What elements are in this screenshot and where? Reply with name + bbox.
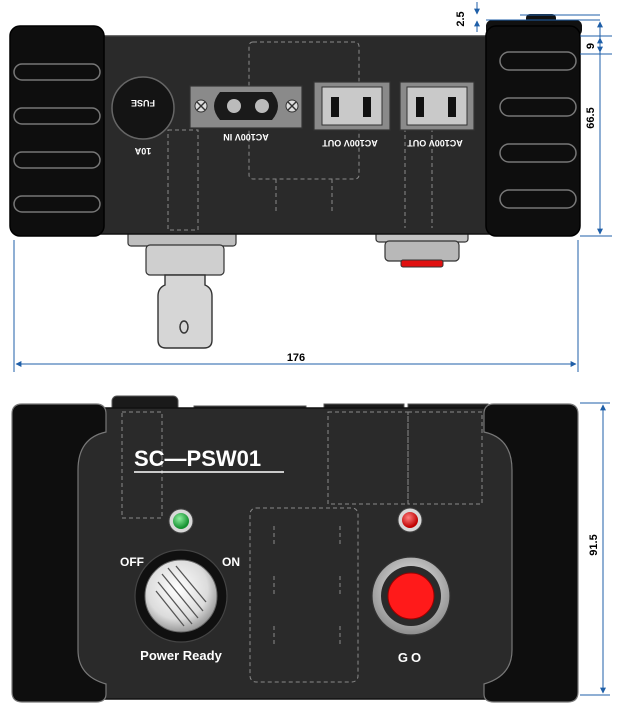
dim-width: 176	[287, 352, 305, 364]
left-bumper-front	[11, 403, 107, 703]
on-label: ON	[222, 555, 240, 569]
key-icon	[157, 274, 213, 349]
inlet-label: AC100V IN	[223, 132, 269, 142]
front-dimensions	[580, 402, 610, 696]
off-label: OFF	[120, 555, 144, 569]
front-view: SC—PSW01 OFF ON Power Ready	[11, 395, 579, 703]
right-bumper-top	[485, 25, 581, 237]
key-hole	[179, 320, 189, 334]
fuse-label: FUSE	[131, 98, 155, 108]
dim-rib-pitch: 9	[585, 43, 597, 49]
dim-depth: 66.5	[585, 107, 597, 128]
dim-top-gap: 2.5	[455, 11, 467, 26]
top-view: FUSE 10A AC100V IN AC100V OUT	[9, 14, 582, 349]
fuse-rating: 10A	[134, 146, 151, 156]
fuse-holder	[111, 76, 175, 140]
go-label: GO	[398, 650, 424, 665]
ac-inlet	[189, 85, 303, 129]
top-dimensions	[13, 2, 612, 372]
outlet1-label: AC100V OUT	[322, 138, 378, 148]
go-button-cap	[400, 259, 444, 268]
key-switch[interactable]	[134, 549, 228, 643]
left-bumper-top	[9, 25, 105, 237]
go-button[interactable]	[371, 556, 451, 636]
power-ready-label: Power Ready	[140, 648, 222, 663]
dim-height: 91.5	[588, 534, 600, 555]
front-body	[59, 407, 531, 700]
keyswitch-neck	[145, 244, 225, 276]
outlet2-label: AC100V OUT	[407, 138, 463, 148]
ac-outlet-1	[313, 81, 391, 131]
go-button-neck	[384, 240, 460, 262]
ac-outlet-2	[399, 81, 475, 131]
model-label: SC—PSW01	[134, 446, 261, 471]
right-bumper-front	[483, 403, 579, 703]
